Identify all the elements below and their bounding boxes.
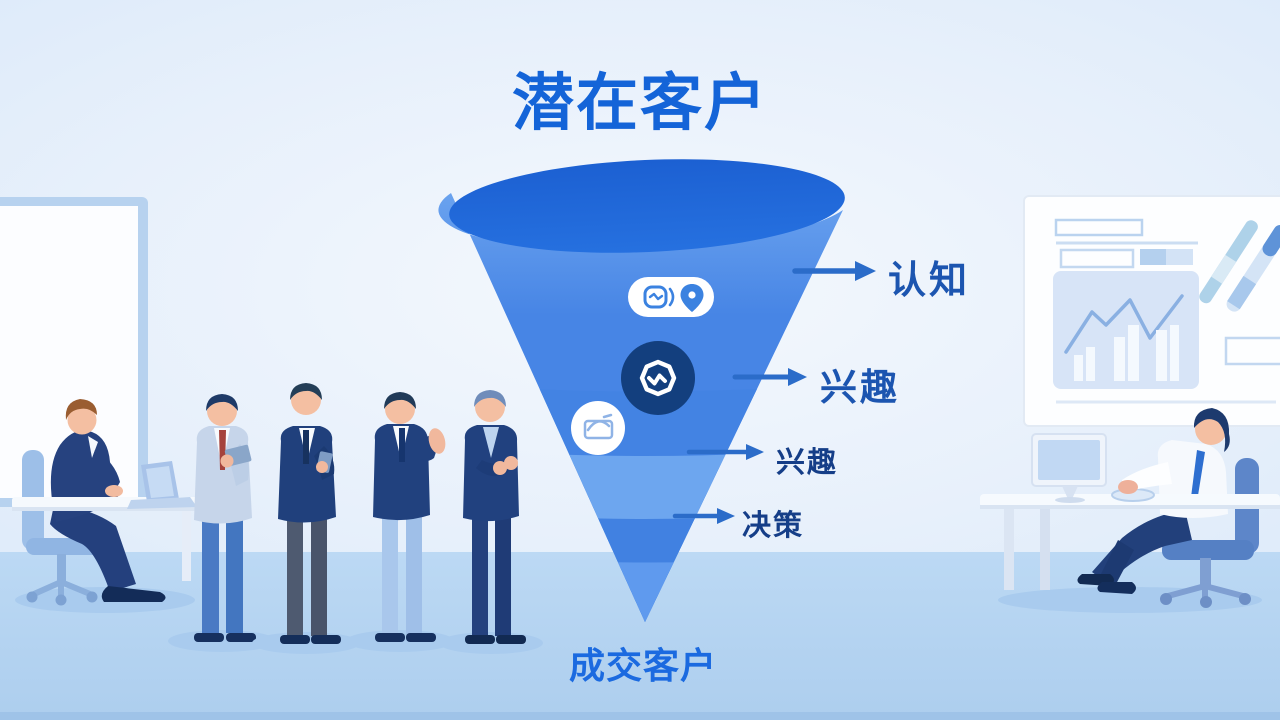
desk-leg (1040, 508, 1050, 590)
shoe (1097, 582, 1136, 594)
left-whiteboard (0, 197, 148, 507)
desk-leg (1004, 508, 1014, 590)
stage-label-interest: 兴趣 (820, 367, 900, 408)
shadow (998, 587, 1262, 613)
tie (399, 428, 405, 462)
stage-label-awareness: 认知 (888, 260, 971, 302)
funnel-badge-awareness (628, 277, 714, 317)
standing-person-2 (252, 383, 360, 654)
stage-label-interest-2: 兴趣 (776, 447, 839, 479)
funnel-rim (449, 159, 845, 253)
presentation-board (1023, 195, 1280, 427)
funnel-badge-interest (621, 341, 695, 415)
funnel-top-label: 潜在客户 (511, 69, 768, 138)
board-diagonal-stripe-1 (1199, 220, 1258, 304)
hair (65, 399, 97, 420)
hand (493, 461, 507, 475)
hair (1193, 408, 1230, 452)
shirt (483, 427, 499, 458)
shoe (375, 633, 405, 642)
chat-scan-icon (643, 285, 675, 309)
shoe (194, 633, 224, 642)
hand (105, 485, 123, 497)
leg (287, 516, 303, 636)
monitor (1031, 433, 1107, 503)
raised-hand (428, 428, 446, 454)
shoe (280, 635, 310, 644)
stage-label-decision: 决策 (742, 510, 805, 542)
tie (303, 430, 309, 464)
hand (220, 454, 234, 468)
hair (290, 383, 322, 400)
hand (1118, 480, 1138, 494)
shirt (88, 436, 98, 458)
board-wireframe-rect-2 (1059, 248, 1135, 269)
board-wireframe-rect-3 (1224, 336, 1280, 366)
leg (472, 514, 488, 636)
arrow-stage-2 (732, 368, 807, 386)
shin (1100, 540, 1134, 584)
leg (495, 514, 511, 636)
stage-arrows (672, 261, 876, 524)
shoe (101, 586, 166, 602)
shoe (226, 633, 256, 642)
leg (311, 516, 327, 636)
arrow-stage-3 (686, 444, 764, 460)
leg (406, 514, 422, 634)
inbox-icon (583, 413, 614, 440)
arrow-stage-4 (672, 508, 735, 524)
floor-bottom-strip (0, 712, 1280, 720)
board-wireframe-rect-1 (1054, 218, 1144, 237)
leg (382, 514, 398, 634)
hand (504, 456, 518, 470)
board-chart (1053, 271, 1199, 389)
funnel-bottom-label: 成交客户 (568, 645, 717, 686)
shoe (406, 633, 436, 642)
standing-person-3 (346, 392, 454, 652)
chat-check-icon (639, 359, 677, 397)
head (67, 405, 97, 435)
board-progress-bar-light (1166, 249, 1193, 265)
leg (202, 515, 219, 633)
shoe (311, 635, 341, 644)
board-bar-chart (1074, 325, 1179, 381)
standing-person-4 (439, 390, 543, 654)
board-line-chart (1064, 294, 1184, 354)
jacket (373, 424, 430, 521)
tie (1190, 450, 1205, 508)
legs (50, 505, 136, 592)
standing-person-1 (168, 394, 276, 652)
arm (88, 450, 120, 496)
funnel-badge-consideration (571, 401, 625, 455)
location-pin-icon (680, 284, 704, 312)
desk-edge (980, 505, 1280, 509)
laptop (127, 461, 197, 509)
right-desk-scene (980, 408, 1280, 613)
shoe (496, 635, 526, 644)
hair (206, 394, 238, 411)
arrow-stage-1 (792, 261, 876, 281)
hair (474, 390, 506, 407)
hand (316, 461, 328, 473)
leg (226, 515, 243, 633)
board-diagonal-stripe-2 (1226, 224, 1280, 312)
hair (384, 392, 416, 409)
shoe (465, 635, 495, 644)
